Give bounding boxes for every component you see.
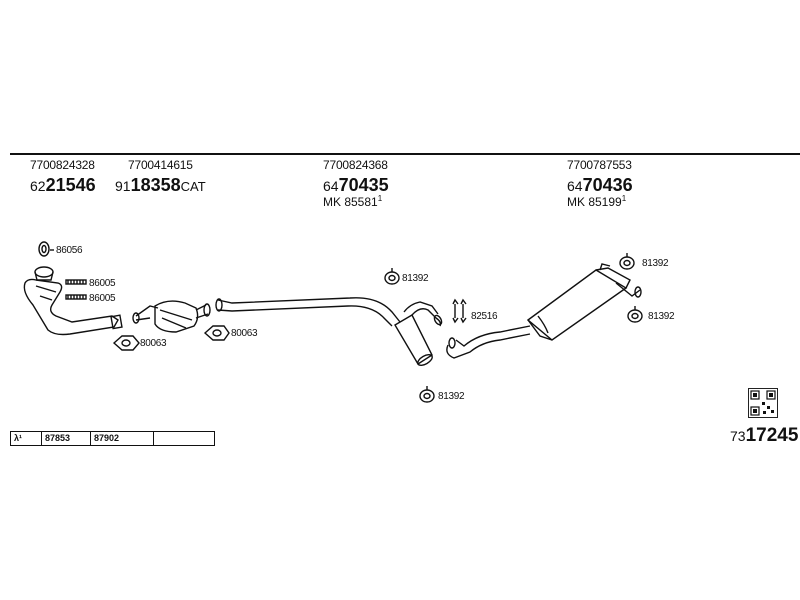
callout-hanger: 81392 <box>648 311 675 322</box>
gasket-80063-icon <box>112 335 140 351</box>
code-rear-silencer: 6470436 <box>567 176 633 195</box>
code-main: 17245 <box>745 425 799 446</box>
part-number-catalyst: 7700414615 <box>128 158 193 172</box>
clamp-86005-icon <box>65 279 87 285</box>
code-prefix: 91 <box>115 178 131 194</box>
hanger-81392-icon <box>627 306 643 323</box>
callout-clamp: 86005 <box>89 293 116 304</box>
table-cell: 87853 <box>42 432 91 445</box>
code-prefix: 64 <box>567 178 583 194</box>
callout-gasket: 80063 <box>140 338 167 349</box>
table-cell: 87902 <box>91 432 154 445</box>
rear-silencer-icon <box>526 263 642 341</box>
callout-clamp: 86005 <box>89 278 116 289</box>
code-main: 70435 <box>338 175 389 195</box>
callout-gasket: 80063 <box>231 328 258 339</box>
intermediate-pipe-shape <box>217 297 401 323</box>
header-rule <box>10 153 800 155</box>
hanger-81392-icon <box>619 253 635 270</box>
hanger-81392-icon <box>419 386 435 403</box>
mk-middle-silencer: MK 855811 <box>323 194 382 209</box>
tail-pipe-shape <box>446 333 531 359</box>
code-prefix: 62 <box>30 178 46 194</box>
diagram-code: 7317245 <box>730 426 798 445</box>
callout-gasket: 86056 <box>56 245 83 256</box>
part-number-middle-silencer: 7700824368 <box>323 158 388 172</box>
code-catalyst: 9118358CAT <box>115 176 206 195</box>
code-prefix: 64 <box>323 178 339 194</box>
table-cell <box>154 432 214 445</box>
gasket-86056-icon <box>38 241 50 257</box>
code-main: 70436 <box>582 175 633 195</box>
gasket-80063-icon <box>203 325 230 341</box>
lambda-cell: λ¹ <box>11 432 42 445</box>
mk-label: MK 85581 <box>323 195 378 209</box>
callout-hanger: 81392 <box>402 273 429 284</box>
callout-hanger: 81392 <box>642 258 669 269</box>
code-main: 21546 <box>45 175 96 195</box>
code-suffix: CAT <box>180 179 206 194</box>
middle-silencer-icon <box>394 301 443 366</box>
callout-hanger: 81392 <box>438 391 465 402</box>
qr-code-icon <box>748 388 778 418</box>
clamp-82516-icon <box>452 298 467 324</box>
code-middle-silencer: 6470435 <box>323 176 389 195</box>
mk-sup: 1 <box>377 194 383 203</box>
callout-clamp: 82516 <box>471 311 498 322</box>
downpipe-flange-icon <box>34 266 54 281</box>
code-prefix: 73 <box>730 428 746 444</box>
part-number-downpipe: 7700824328 <box>30 158 95 172</box>
code-downpipe: 6221546 <box>30 176 96 195</box>
downpipe-shape <box>23 278 119 336</box>
code-main: 18358 <box>130 175 181 195</box>
fitting-table: λ¹ 87853 87902 <box>10 431 215 446</box>
catalytic-converter-icon <box>132 300 211 333</box>
hanger-81392-icon <box>384 268 400 285</box>
part-number-rear-silencer: 7700787553 <box>567 158 632 172</box>
mk-label: MK 85199 <box>567 195 622 209</box>
mk-rear-silencer: MK 851991 <box>567 194 626 209</box>
clamp-86005-icon <box>65 294 87 300</box>
mk-sup: 1 <box>621 194 627 203</box>
